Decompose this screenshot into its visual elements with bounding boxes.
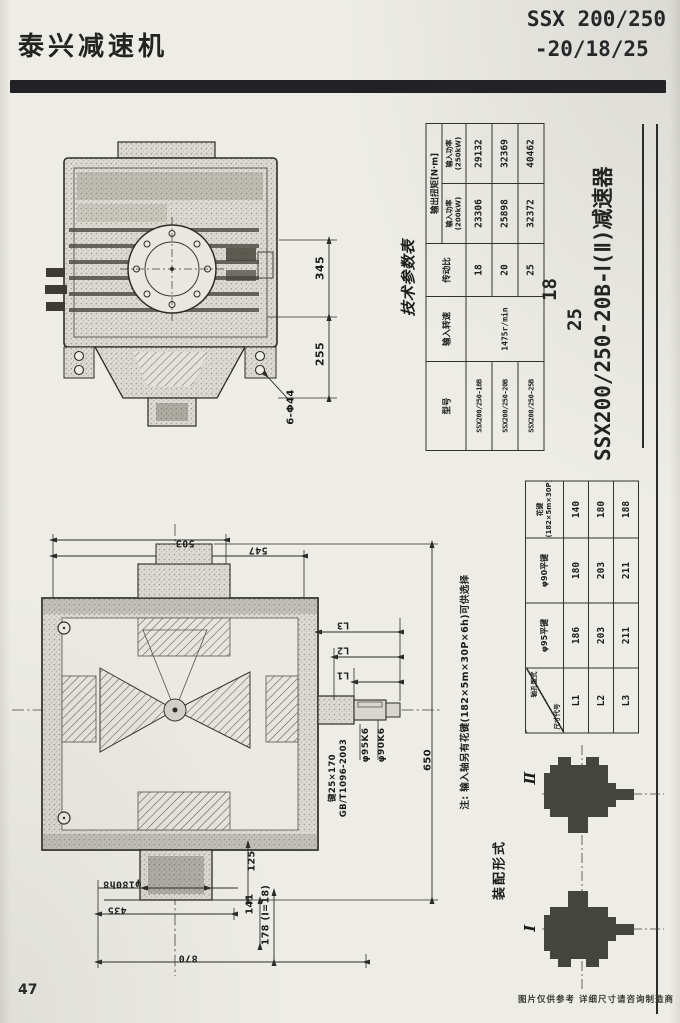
params-table-title: 技术参数表 bbox=[399, 239, 418, 317]
col-speed: 输入转速 bbox=[426, 296, 466, 362]
right-margin-rule bbox=[656, 124, 658, 1014]
model-line1: SSX 200/250 bbox=[526, 7, 666, 31]
ratio-alt-25: 25 bbox=[564, 308, 586, 331]
page-title: 泰兴减速机 bbox=[18, 32, 169, 62]
col-model: 型号 bbox=[426, 361, 466, 451]
dim-dia180: φ180h8 bbox=[102, 878, 142, 890]
dim-key95: 203 bbox=[588, 603, 614, 668]
dim-spline: 140 bbox=[563, 481, 589, 538]
type-1-silhouette bbox=[544, 891, 634, 967]
dim-code: L2 bbox=[588, 668, 614, 733]
dim-650: 650 bbox=[422, 748, 434, 772]
page-number: 47 bbox=[18, 982, 38, 998]
dim-435: 435 bbox=[107, 904, 127, 916]
title-rule-line bbox=[642, 124, 644, 448]
model-line2: -20/18/25 bbox=[534, 37, 649, 61]
header-divider-bar bbox=[10, 80, 666, 93]
col-key90: φ90平键 bbox=[525, 538, 564, 603]
col-key95: φ95平键 bbox=[525, 603, 564, 668]
dim-spline: 188 bbox=[613, 481, 639, 538]
key-spec: 键25×170 bbox=[328, 754, 338, 802]
dim-key90: 211 bbox=[613, 538, 639, 603]
dim-141: 141 bbox=[244, 893, 256, 915]
key-standard: GB/T1096-2003 bbox=[339, 738, 349, 818]
dim-code: L1 bbox=[563, 668, 589, 733]
param-model: SSX200/250-18B bbox=[466, 361, 492, 451]
corner-top-label: 轴孔型式 bbox=[530, 671, 538, 698]
dim-L1: L1 bbox=[336, 669, 350, 681]
param-ratio: 20 bbox=[492, 243, 518, 297]
param-t250: 29132 bbox=[466, 123, 492, 184]
dim-key90: 203 bbox=[588, 538, 614, 603]
gearbox-top-view-drawing bbox=[45, 141, 337, 427]
dim-key90: 180 bbox=[563, 538, 589, 603]
dim-dia90: φ90K6 bbox=[377, 727, 387, 763]
gearbox-section-drawing bbox=[12, 524, 440, 976]
dim-503: 503 bbox=[175, 537, 195, 549]
product-designation-block: 18 25 SSX200/250-20B-Ⅰ(Ⅱ)减速器 bbox=[538, 119, 618, 461]
dim-178: 178 (Ⅰ=18) bbox=[260, 884, 272, 946]
dim-L2: L2 bbox=[336, 644, 350, 656]
param-t200: 23306 bbox=[466, 183, 492, 244]
assembly-form-silhouettes bbox=[542, 745, 664, 990]
col-torque-group: 输出扭矩[N·m] bbox=[426, 123, 442, 244]
param-ratio: 18 bbox=[466, 243, 492, 297]
param-t250: 32369 bbox=[492, 123, 518, 184]
param-speed: 1475r/min bbox=[466, 296, 544, 362]
col-spline: 花键 (182×5m×30P) bbox=[525, 481, 564, 538]
footer-disclaimer: 图片仅供参考 详细尺寸请咨询制造商 bbox=[518, 995, 674, 1005]
type-2-label: Ⅱ bbox=[521, 771, 539, 785]
assembly-forms-label: 装配形式 bbox=[492, 839, 508, 901]
dim-bolt-holes: 6-Φ44 bbox=[285, 389, 297, 425]
shaft-dimensions-table: 轴孔型式 尺寸代号 φ95平键 φ90平键 花键 (182×5m×30P) L1… bbox=[525, 481, 639, 734]
corner-bottom-label: 尺寸代号 bbox=[553, 703, 561, 730]
dim-125: 125 bbox=[246, 850, 258, 872]
col-power-250: 输入功率 (250kW) bbox=[442, 123, 466, 184]
dim-345: 345 bbox=[313, 255, 327, 281]
dim-key95: 186 bbox=[563, 603, 589, 668]
dim-547: 547 bbox=[248, 544, 268, 556]
dim-spline: 180 bbox=[588, 481, 614, 538]
product-designation: SSX200/250-20B-Ⅰ(Ⅱ)减速器 bbox=[591, 166, 615, 461]
corner-cell: 轴孔型式 尺寸代号 bbox=[525, 668, 564, 733]
ratio-alt-18: 18 bbox=[539, 278, 561, 301]
type-1-label: Ⅰ bbox=[521, 924, 539, 932]
dim-870: 870 bbox=[178, 952, 198, 964]
col-power-200: 输入功率 (200kW) bbox=[442, 183, 466, 244]
type-2-silhouette bbox=[544, 757, 634, 833]
dim-dia95: φ95K6 bbox=[361, 727, 371, 763]
param-model: SSX200/250-20B bbox=[492, 361, 518, 451]
param-t200: 25898 bbox=[492, 183, 518, 244]
model-designation: SSX 200/250 -20/18/25 bbox=[527, 4, 666, 64]
spline-note: 注: 输入轴另有花键(182×5m×30P×6h)可供选择 bbox=[460, 574, 471, 810]
dim-code: L3 bbox=[613, 668, 639, 733]
dim-L3: L3 bbox=[336, 619, 350, 631]
col-ratio: 传动比 bbox=[426, 243, 466, 297]
dim-255: 255 bbox=[313, 341, 327, 367]
params-table: 型号 输入转速 传动比 输出扭矩[N·m] 输入功率 (200kW) 输入功率 … bbox=[426, 123, 545, 451]
dim-key95: 211 bbox=[613, 603, 639, 668]
